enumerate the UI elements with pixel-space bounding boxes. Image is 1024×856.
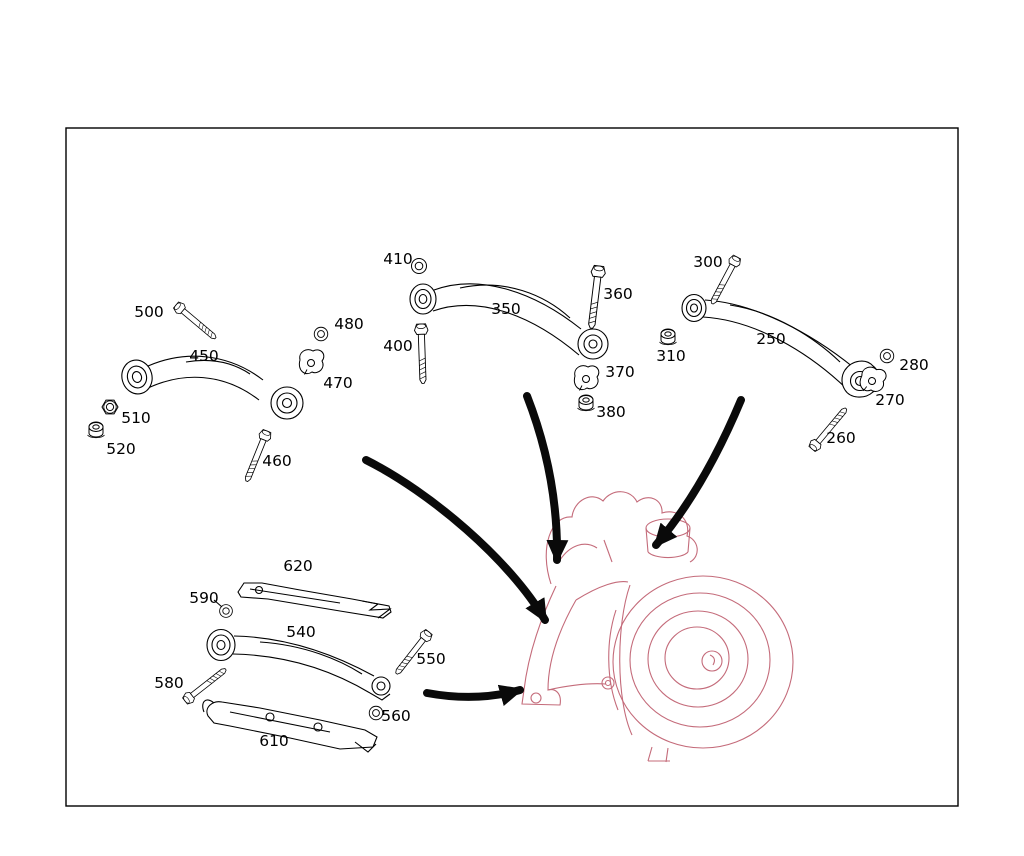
part-label-400: 400 bbox=[383, 337, 413, 355]
part-label-410: 410 bbox=[383, 250, 413, 268]
part-label-480: 480 bbox=[334, 315, 364, 333]
part-label-460: 460 bbox=[262, 452, 292, 470]
pointer-arrow-right bbox=[652, 396, 745, 549]
part-label-470: 470 bbox=[323, 374, 353, 392]
flange-nut-370 bbox=[573, 365, 600, 391]
control-arm-450 bbox=[121, 355, 304, 420]
part-label-370: 370 bbox=[605, 363, 635, 381]
diagram-border bbox=[65, 127, 959, 807]
bracket-620 bbox=[237, 582, 392, 619]
part-label-560: 560 bbox=[381, 707, 411, 725]
part-label-270: 270 bbox=[875, 391, 905, 409]
part-label-280: 280 bbox=[899, 356, 929, 374]
flange-nut-470 bbox=[298, 349, 325, 375]
part-label-450: 450 bbox=[189, 347, 219, 365]
control-arm-350 bbox=[409, 283, 609, 360]
part-label-380: 380 bbox=[596, 403, 626, 421]
control-arm-540 bbox=[206, 628, 391, 701]
part-label-540: 540 bbox=[286, 623, 316, 641]
locknut-520 bbox=[87, 421, 105, 439]
locknut-380 bbox=[577, 394, 595, 412]
bracket-610 bbox=[202, 699, 378, 753]
part-label-510: 510 bbox=[121, 409, 151, 427]
part-labels: 500 450 480 470 510 520 460 410 400 350 … bbox=[106, 250, 929, 750]
pointer-arrow-lower bbox=[423, 684, 524, 706]
part-label-260: 260 bbox=[826, 429, 856, 447]
part-label-250: 250 bbox=[756, 330, 786, 348]
nut-410 bbox=[411, 258, 427, 274]
part-label-590: 590 bbox=[189, 589, 219, 607]
part-label-580: 580 bbox=[154, 674, 184, 692]
part-label-300: 300 bbox=[693, 253, 723, 271]
part-label-500: 500 bbox=[134, 303, 164, 321]
part-label-550: 550 bbox=[416, 650, 446, 668]
locknut-310 bbox=[659, 328, 677, 346]
pointer-arrow-long bbox=[362, 456, 549, 624]
part-label-520: 520 bbox=[106, 440, 136, 458]
pointer-arrow-middle bbox=[523, 392, 569, 564]
washer-280 bbox=[879, 348, 895, 364]
part-label-610: 610 bbox=[259, 732, 289, 750]
leader-590 bbox=[213, 599, 223, 608]
part-label-310: 310 bbox=[656, 347, 686, 365]
nut-480 bbox=[313, 326, 329, 342]
part-label-350: 350 bbox=[491, 300, 521, 318]
nut-510 bbox=[101, 399, 119, 415]
part-label-620: 620 bbox=[283, 557, 313, 575]
part-label-360: 360 bbox=[603, 285, 633, 303]
pointer-arrows bbox=[362, 392, 745, 706]
